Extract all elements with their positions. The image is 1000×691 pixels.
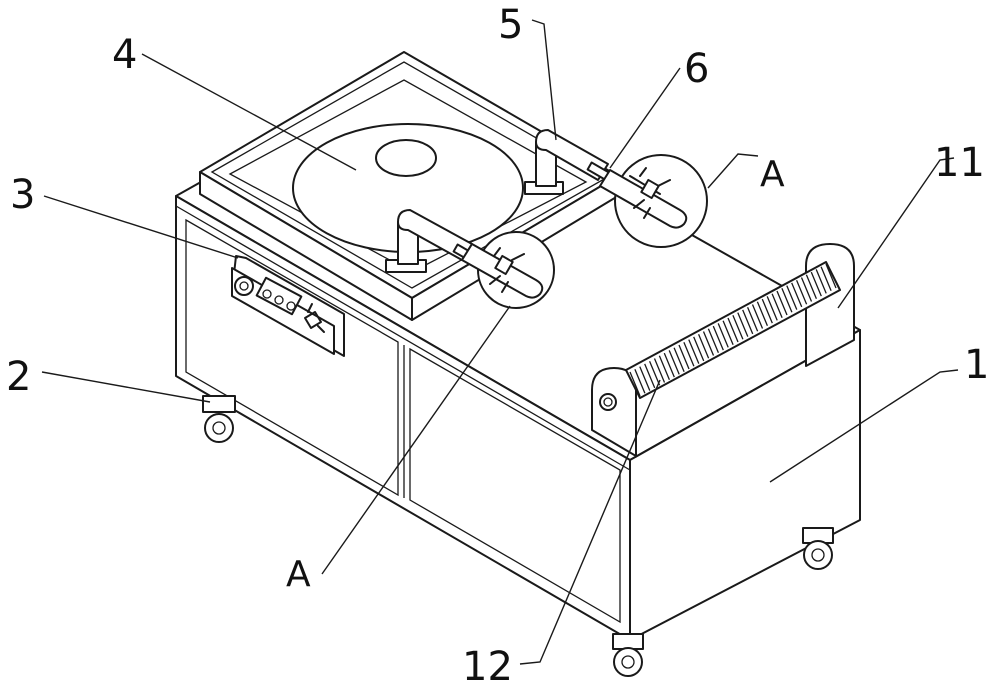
caster-wheels <box>202 395 834 677</box>
label-a-top: A <box>760 154 785 195</box>
label-2: 2 <box>6 354 31 400</box>
label-12: 12 <box>462 644 513 690</box>
caster-wheel-rear-right <box>802 527 834 570</box>
label-3: 3 <box>10 172 35 218</box>
detail-circle-a-top <box>599 154 708 248</box>
label-4: 4 <box>112 32 137 78</box>
label-a-bottom: A <box>286 554 311 595</box>
caster-wheel-front-right <box>612 633 644 677</box>
label-5: 5 <box>498 2 523 48</box>
label-6: 6 <box>684 46 709 92</box>
control-panel <box>231 255 345 357</box>
label-1: 1 <box>964 342 989 388</box>
label-11: 11 <box>934 140 985 186</box>
detail-circle-a-bottom <box>461 231 555 309</box>
leader-lines <box>41 19 959 665</box>
labels: 4 5 6 A 3 2 11 1 A 12 <box>6 2 989 690</box>
caster-wheel-front-left <box>202 395 236 443</box>
brush-roller <box>625 261 841 399</box>
